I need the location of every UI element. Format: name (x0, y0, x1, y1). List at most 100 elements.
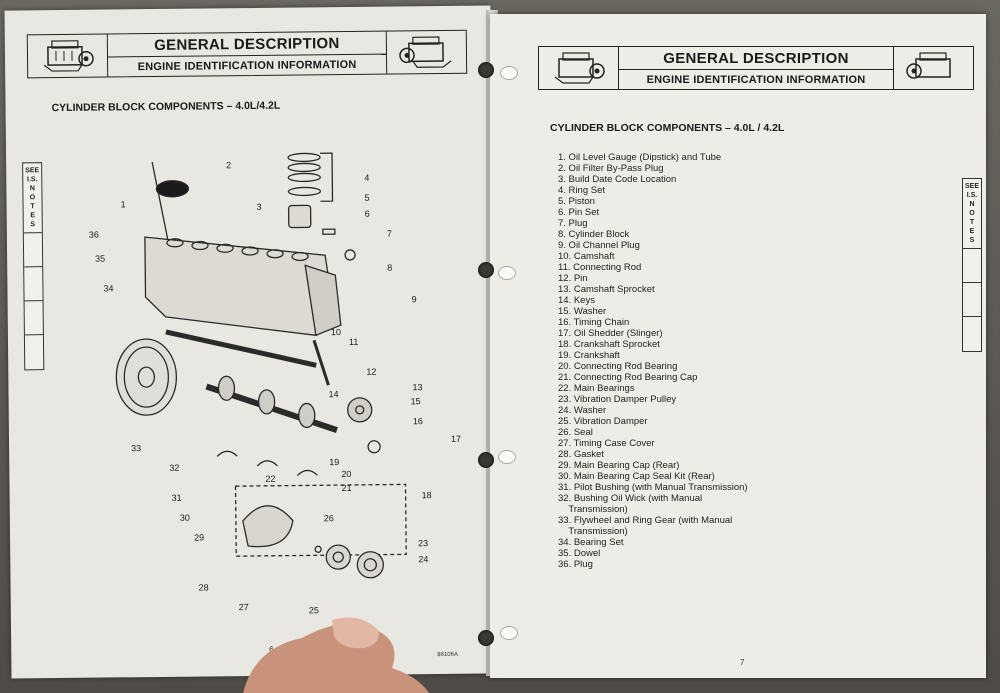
section-title: CYLINDER BLOCK COMPONENTS – 4.0L/4.2L (51, 99, 281, 115)
callout-3: 3 (257, 202, 262, 212)
callout-31: 31 (172, 493, 182, 503)
list-item: 16. Timing Chain (558, 317, 630, 328)
list-item: 4. Ring Set (558, 185, 605, 196)
callout-24: 24 (418, 554, 428, 564)
list-item: 13. Camshaft Sprocket (558, 284, 655, 295)
callout-22: 22 (265, 474, 275, 484)
list-item: 15. Washer (558, 306, 607, 317)
engine-logo-icon (385, 30, 467, 74)
callout-35: 35 (95, 254, 105, 264)
callout-27: 27 (239, 602, 249, 612)
engine-logo-icon (893, 47, 973, 89)
callout-25: 25 (309, 605, 319, 615)
see-is-notes-letter: E (30, 212, 36, 220)
binder-hole (478, 452, 494, 468)
callout-23: 23 (418, 538, 428, 548)
left-page: GENERAL DESCRIPTION ENGINE IDENTIFICATIO… (4, 5, 498, 679)
list-item: 1. Oil Level Gauge (Dipstick) and Tube (558, 152, 722, 163)
callout-36: 36 (89, 230, 99, 240)
list-item: 23. Vibration Damper Pulley (558, 394, 677, 405)
list-item: 28. Gasket (558, 449, 604, 460)
callout-30: 30 (180, 513, 190, 523)
see-is-notes-letter: N (969, 201, 975, 208)
binder-hole (478, 262, 494, 278)
page-subtitle: ENGINE IDENTIFICATION INFORMATION (137, 58, 357, 73)
engine-logo-icon (27, 34, 109, 78)
see-is-notes-letter: E (969, 228, 975, 235)
list-item: 29. Main Bearing Cap (Rear) (558, 460, 680, 471)
list-item: 21. Connecting Rod Bearing Cap (558, 372, 698, 383)
hand-thumb (243, 617, 430, 693)
list-item: 30. Main Bearing Cap Seal Kit (Rear) (558, 471, 715, 482)
list-item: 26. Seal (558, 427, 593, 438)
callout-29: 29 (194, 533, 204, 543)
callout-9: 9 (412, 294, 417, 304)
callout-5: 5 (364, 193, 369, 203)
see-is-notes-letter: SEE (25, 167, 40, 175)
callout-12: 12 (366, 367, 376, 377)
right-page: GENERAL DESCRIPTION ENGINE IDENTIFICATIO… (490, 14, 986, 678)
list-item: 14. Keys (558, 295, 595, 306)
see-is-notes-letter: T (30, 203, 35, 211)
list-item: 22. Main Bearings (558, 383, 635, 394)
see-is-notes-letter: S (30, 221, 36, 229)
callout-2: 2 (226, 160, 231, 170)
left-page-header: GENERAL DESCRIPTION ENGINE IDENTIFICATIO… (26, 29, 468, 79)
callout-28: 28 (199, 582, 209, 592)
callout-11: 11 (349, 337, 358, 347)
list-item: 3. Build Date Code Location (558, 174, 677, 185)
right-page-header: GENERAL DESCRIPTION ENGINE IDENTIFICATIO… (538, 46, 974, 90)
callout-4: 4 (364, 173, 369, 183)
callout-14: 14 (328, 389, 338, 399)
see-is-notes-letter: I.S. (966, 192, 978, 199)
list-item: 7. Plug (558, 218, 588, 229)
list-item: 35. Dowel (558, 548, 601, 559)
list-item: 6. Pin Set (558, 207, 600, 218)
page-subtitle: ENGINE IDENTIFICATION INFORMATION (646, 73, 866, 86)
callout-13: 13 (412, 382, 422, 392)
callout-17: 17 (451, 434, 461, 444)
list-item: 18. Crankshaft Sprocket (558, 339, 660, 350)
page-number: 7 (740, 658, 745, 667)
callout-15: 15 (411, 396, 421, 406)
list-item: 20. Connecting Rod Bearing (558, 361, 678, 372)
binder-hole (478, 62, 494, 78)
list-item: 12. Pin (558, 273, 588, 284)
engine-logo-icon (539, 47, 619, 89)
see-is-notes-letter: SEE (964, 183, 979, 190)
callout-32: 32 (169, 463, 179, 473)
callout-34: 34 (103, 283, 113, 293)
list-item: 19. Crankshaft (558, 350, 620, 361)
list-item: 11. Connecting Rod (558, 262, 642, 273)
callout-6: 6 (365, 209, 370, 219)
see-is-notes-letter: I.S. (26, 176, 38, 184)
list-item: 10. Camshaft (558, 251, 615, 262)
list-item: 31. Pilot Bushing (with Manual Transmiss… (558, 482, 748, 493)
list-item: Transmission) (558, 526, 628, 537)
callout-7: 7 (387, 229, 392, 239)
callout-16: 16 (413, 416, 423, 426)
list-item: 33. Flywheel and Ring Gear (with Manual (558, 515, 733, 526)
see-is-notes-letter: S (969, 237, 975, 244)
page-title: GENERAL DESCRIPTION (107, 31, 387, 58)
list-item: 32. Bushing Oil Wick (with Manual (558, 493, 703, 504)
list-item: 24. Washer (558, 405, 607, 416)
list-item: 9. Oil Channel Plug (558, 240, 640, 251)
page-title: GENERAL DESCRIPTION (619, 47, 893, 71)
section-title: CYLINDER BLOCK COMPONENTS – 4.0L / 4.2L (550, 122, 785, 134)
list-item: 8. Cylinder Block (558, 229, 630, 240)
callout-19: 19 (329, 457, 339, 467)
see-is-notes-letter: O (969, 210, 975, 217)
callout-10: 10 (331, 327, 341, 337)
see-is-notes-letter: T (969, 219, 975, 226)
list-item: Transmission) (558, 504, 628, 515)
callout-33: 33 (131, 443, 141, 453)
list-item: 2. Oil Filter By-Pass Plug (558, 163, 664, 174)
callout-21: 21 (341, 483, 351, 493)
list-item: 34. Bearing Set (558, 537, 624, 548)
